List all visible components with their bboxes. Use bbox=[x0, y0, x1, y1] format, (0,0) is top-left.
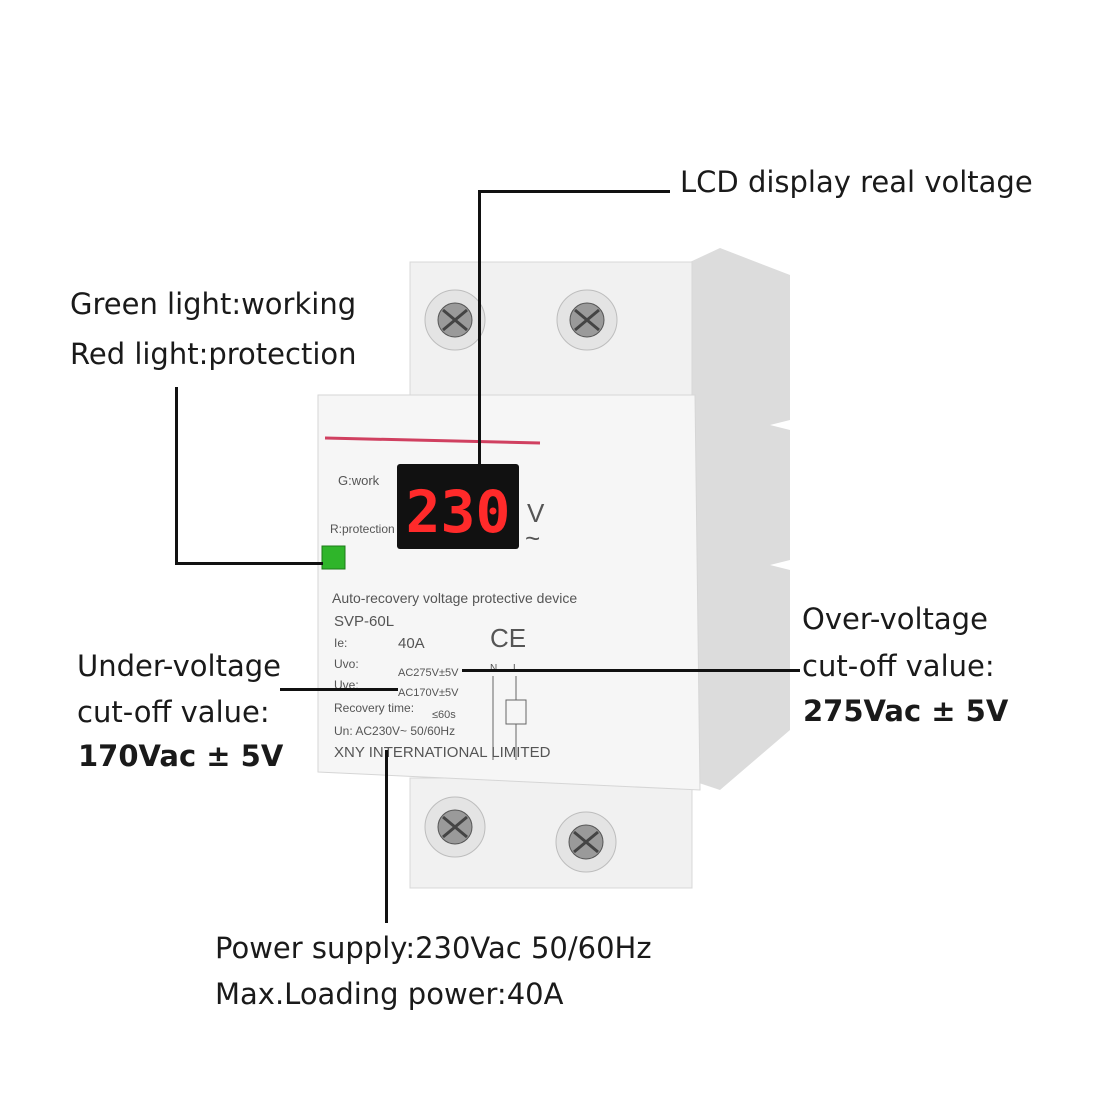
under-voltage-leader bbox=[280, 688, 398, 691]
screw-top-left bbox=[424, 289, 486, 351]
screw-bottom-right bbox=[555, 811, 617, 873]
under-voltage-subtitle: cut-off value: bbox=[77, 695, 270, 729]
ie-label: Ie: bbox=[334, 636, 347, 650]
power-leader bbox=[385, 750, 388, 923]
light-leader-vertical bbox=[175, 387, 178, 565]
under-voltage-title: Under-voltage bbox=[77, 649, 281, 683]
over-voltage-title: Over-voltage bbox=[802, 602, 988, 636]
recovery-value: ≤60s bbox=[432, 709, 456, 721]
over-voltage-subtitle: cut-off value: bbox=[802, 649, 995, 683]
terminal-n: N bbox=[490, 663, 497, 674]
lcd-reading: 230 bbox=[406, 478, 511, 546]
uvo-value: AC275V±5V bbox=[398, 667, 459, 679]
lcd-callout: LCD display real voltage bbox=[680, 165, 1033, 199]
over-voltage-leader bbox=[462, 669, 800, 672]
r-protection-label: R:protection bbox=[330, 522, 395, 536]
green-light-callout: Green light:working bbox=[70, 287, 357, 321]
device-model: SVP-60L bbox=[334, 613, 394, 630]
circuit-symbol bbox=[492, 676, 527, 760]
uvo-label: Uvo: bbox=[334, 657, 359, 671]
red-light-callout: Red light:protection bbox=[70, 337, 357, 371]
manufacturer: XNY INTERNATIONAL LIMITED bbox=[334, 744, 551, 761]
screw-bottom-left bbox=[424, 796, 486, 858]
ie-value: 40A bbox=[398, 635, 425, 652]
over-voltage-value: 275Vac ± 5V bbox=[803, 694, 1009, 728]
volt-unit: V bbox=[527, 498, 545, 528]
g-work-label: G:work bbox=[338, 473, 380, 488]
lcd-display bbox=[397, 464, 519, 549]
ac-symbol: ~ bbox=[525, 523, 540, 553]
device-description: Auto-recovery voltage protective device bbox=[332, 590, 577, 606]
ce-mark: CE bbox=[490, 623, 526, 653]
under-voltage-value: 170Vac ± 5V bbox=[78, 739, 284, 773]
un-value: Un: AC230V~ 50/60Hz bbox=[334, 724, 455, 738]
lcd-leader-horizontal bbox=[478, 190, 670, 193]
uve-value: AC170V±5V bbox=[398, 687, 459, 699]
recovery-label: Recovery time: bbox=[334, 701, 414, 715]
max-loading-callout: Max.Loading power:40A bbox=[215, 977, 564, 1011]
lcd-leader-vertical bbox=[478, 190, 481, 465]
light-leader-horizontal bbox=[175, 562, 323, 565]
status-led bbox=[321, 545, 346, 570]
power-supply-callout: Power supply:230Vac 50/60Hz bbox=[215, 931, 652, 965]
terminal-l: L bbox=[513, 663, 519, 674]
screw-top-right bbox=[556, 289, 618, 351]
